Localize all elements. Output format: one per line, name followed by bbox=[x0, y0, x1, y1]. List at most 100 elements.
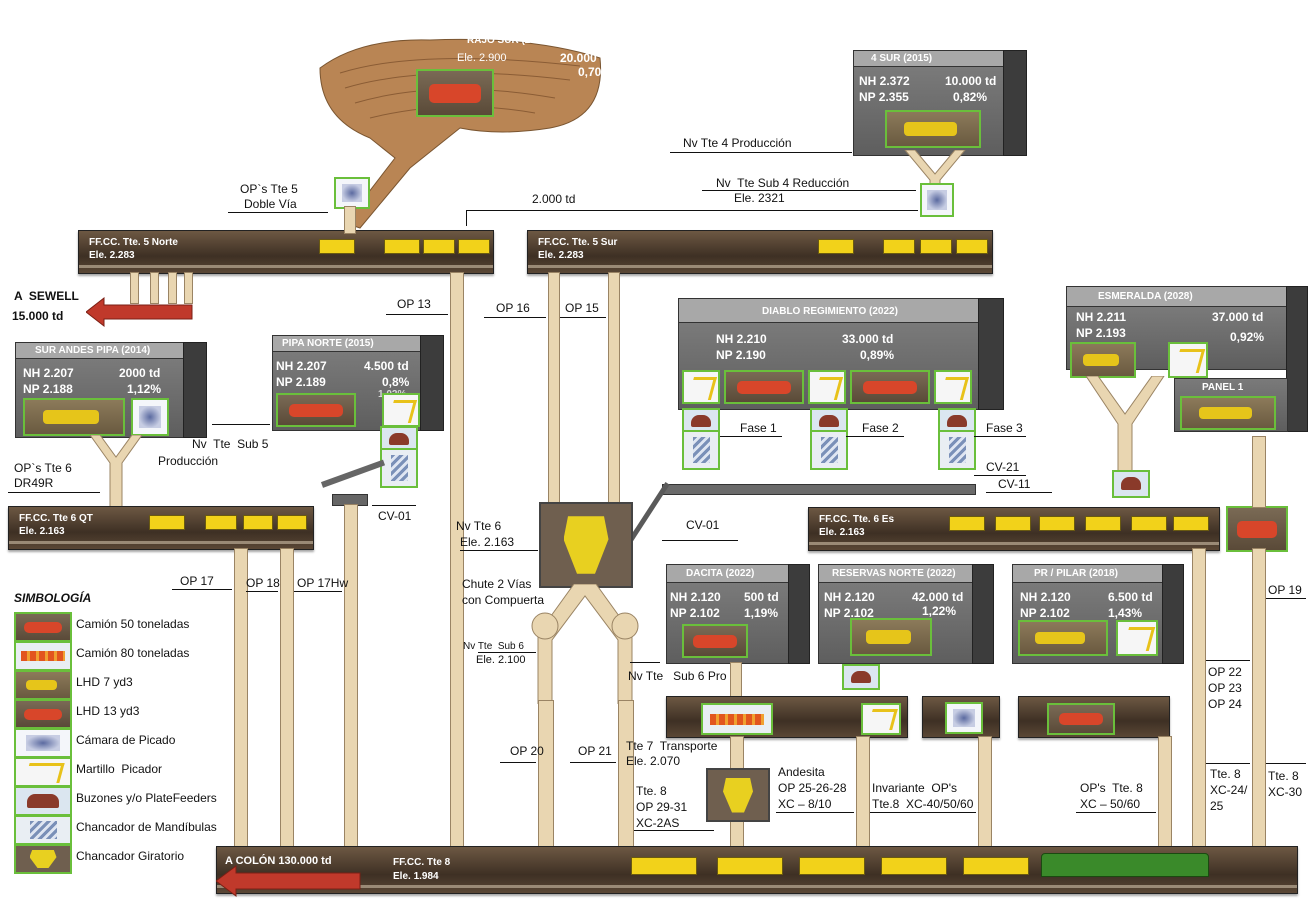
esmeralda-shaft bbox=[1252, 436, 1266, 508]
rail-tte6-es: FF.CC. Tte. 6 Es Ele. 2.163 bbox=[808, 507, 1220, 551]
legend-item-label: LHD 13 yd3 bbox=[76, 705, 139, 718]
lhd-13-icon bbox=[850, 370, 930, 404]
dacita-shaft bbox=[730, 662, 742, 698]
martillo-icon bbox=[682, 370, 720, 404]
rail-ele: Ele. 2.283 bbox=[538, 250, 584, 261]
legend-item-label: Camión 50 toneladas bbox=[76, 618, 189, 631]
esmeralda-y bbox=[1080, 376, 1170, 472]
arrow bbox=[974, 475, 1026, 476]
label-ops-tte5: OP`s Tte 5 bbox=[240, 183, 298, 196]
pr-pilar-nh: NH 2.120 bbox=[1020, 590, 1071, 604]
wagon bbox=[149, 515, 185, 530]
arrow bbox=[484, 317, 546, 318]
wagon bbox=[423, 239, 455, 254]
reservas-norte-block: RESERVAS NORTE (2022) NH 2.120 NP 2.102 … bbox=[818, 564, 994, 664]
sur-andes-pipa-block: SUR ANDES PIPA (2014) NH 2.207 NP 2.188 … bbox=[15, 342, 207, 438]
shaft bbox=[184, 272, 193, 304]
cuatro-sur-td: 10.000 td bbox=[945, 74, 996, 88]
cuatro-sur-np: NP 2.355 bbox=[859, 90, 909, 104]
wagon bbox=[949, 516, 985, 531]
block-side bbox=[1286, 286, 1308, 432]
diablo-regimiento-block: DIABLO REGIMIENTO (2022) NH 2.210 NP 2.1… bbox=[678, 298, 1004, 410]
label-fase3: Fase 3 bbox=[986, 422, 1023, 435]
label-op19: OP 19 bbox=[1268, 584, 1302, 597]
haul-truck-icon bbox=[416, 69, 494, 117]
rail-tte8: FF.CC. Tte 8 Ele. 1.984 A COLÓN 130.000 … bbox=[216, 846, 1298, 894]
op19-shaft bbox=[1252, 548, 1266, 852]
esmeralda-np: NP 2.193 bbox=[1076, 326, 1126, 340]
sur-andes-nh: NH 2.207 bbox=[23, 366, 74, 380]
shaft bbox=[978, 736, 992, 852]
arrow-sewell bbox=[86, 296, 194, 328]
chancador-mandibulas-icon bbox=[682, 430, 720, 470]
arrow bbox=[846, 436, 904, 437]
arrow bbox=[466, 210, 918, 211]
op17-shaft bbox=[234, 548, 248, 852]
lhd-13-icon bbox=[682, 624, 748, 658]
dacita-grade: 1,19% bbox=[744, 606, 778, 620]
label-ele-2321: Ele. 2321 bbox=[734, 192, 785, 205]
rail-track bbox=[809, 542, 1219, 545]
wagon bbox=[881, 857, 947, 875]
wagon bbox=[384, 239, 420, 254]
label-fase1: Fase 1 bbox=[740, 422, 777, 435]
rajo-sur-title: RAJO SUR (2018) bbox=[467, 34, 550, 47]
label-cv01-mid: CV-01 bbox=[686, 519, 719, 532]
arrow-down bbox=[466, 210, 467, 226]
legend-camp-icon bbox=[14, 728, 72, 758]
arrow bbox=[986, 492, 1052, 493]
esmeralda-panel: PANEL 1 bbox=[1202, 382, 1243, 393]
wagon bbox=[799, 857, 865, 875]
label-dr49r: DR49R bbox=[14, 477, 53, 490]
op22-shaft bbox=[1192, 548, 1206, 852]
lhd-icon bbox=[850, 618, 932, 656]
block-side bbox=[183, 342, 207, 438]
shaft bbox=[168, 272, 177, 304]
label-nv-tte6: Nv Tte 6 bbox=[456, 520, 501, 533]
lhd-icon bbox=[1018, 620, 1108, 656]
dacita-block: DACITA (2022) NH 2.120 NP 2.102 500 td 1… bbox=[666, 564, 810, 664]
wagon bbox=[1085, 516, 1121, 531]
label-25: 25 bbox=[1210, 800, 1223, 813]
pipa-norte-grade: 0,8% bbox=[382, 375, 409, 389]
wagon bbox=[1131, 516, 1167, 531]
rail-name: FF.CC. Tte. 5 Norte bbox=[89, 237, 178, 248]
label-op252628: OP 25-26-28 bbox=[778, 782, 847, 795]
label-op22: OP 22 bbox=[1208, 666, 1242, 679]
label-op17: OP 17 bbox=[180, 575, 214, 588]
arrow bbox=[212, 424, 270, 425]
rail-name: FF.CC. Tte 6 QT bbox=[19, 513, 93, 524]
lhd-icon bbox=[1070, 342, 1136, 378]
pr-pilar-title: PR / PILAR (2018) bbox=[1034, 568, 1118, 579]
lhd-13-icon bbox=[1047, 703, 1115, 735]
rail-name: FF.CC. Tte 8 bbox=[393, 857, 450, 868]
legend-buz-icon bbox=[14, 786, 72, 816]
label-chute: Chute 2 Vías bbox=[462, 578, 531, 591]
rajo-sur-ele: Ele. 2.900 bbox=[457, 52, 507, 65]
chancador-mandibulas-icon bbox=[380, 448, 418, 488]
label-andesita: Andesita bbox=[778, 766, 825, 779]
label-ops-tte6: OP`s Tte 6 bbox=[14, 462, 72, 475]
label-fase2: Fase 2 bbox=[862, 422, 899, 435]
legend-gir-icon bbox=[14, 844, 72, 874]
pr-pilar-np: NP 2.102 bbox=[1020, 606, 1070, 620]
arrow bbox=[1266, 763, 1306, 764]
arrow bbox=[460, 550, 538, 551]
wagon bbox=[1039, 516, 1075, 531]
reservas-gallery bbox=[922, 696, 1000, 738]
rail-tte5-sur: FF.CC. Tte. 5 Sur Ele. 2.283 bbox=[527, 230, 993, 274]
shaft bbox=[1158, 736, 1172, 852]
rail-tte5-norte: FF.CC. Tte. 5 Norte Ele. 2.283 bbox=[78, 230, 494, 274]
arrow bbox=[8, 492, 100, 493]
wagon bbox=[1173, 516, 1209, 531]
esmeralda-title: ESMERALDA (2028) bbox=[1098, 291, 1193, 302]
label-op23: OP 23 bbox=[1208, 682, 1242, 695]
wagon bbox=[277, 515, 307, 530]
arrow bbox=[386, 314, 448, 315]
label-xc2as: XC-2AS bbox=[636, 817, 679, 830]
shaft bbox=[130, 272, 139, 304]
label-nv-tte-sub4: Nv Tte Sub 4 Reducción bbox=[716, 177, 849, 190]
sur-andes-y bbox=[86, 435, 146, 511]
shaft bbox=[344, 206, 356, 234]
arrow bbox=[670, 152, 852, 153]
